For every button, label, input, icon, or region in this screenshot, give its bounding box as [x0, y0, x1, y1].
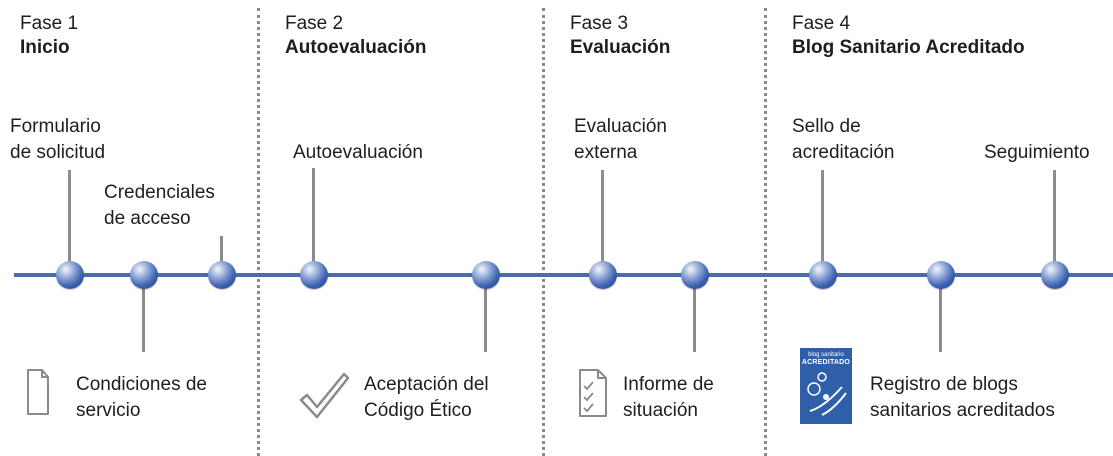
phase-divider — [257, 8, 260, 456]
checkmark-icon — [298, 370, 350, 422]
phase-title: Autoevaluación — [285, 37, 427, 58]
timeline-node — [208, 261, 236, 289]
label-line: Evaluación — [574, 116, 667, 137]
phase-number: Fase 2 — [285, 13, 344, 34]
step-label-aceptacion: Aceptación del Código Ético — [364, 372, 489, 424]
step-label-credenciales: Credenciales de acceso — [104, 180, 215, 232]
label-line: situación — [623, 400, 698, 421]
step-label-sello: Sello de acreditación — [792, 114, 894, 166]
phase-header-4: Fase 4 Blog Sanitario Acreditado — [792, 12, 1025, 60]
timeline-node — [472, 261, 500, 289]
timeline-node — [589, 261, 617, 289]
label-line: sanitarios acreditados — [870, 400, 1055, 421]
label-line: externa — [574, 142, 638, 163]
step-label-informe: Informe de situación — [623, 372, 714, 424]
checklist-icon — [578, 368, 608, 418]
accreditation-badge-icon: blog sanitario ACREDITADO — [800, 348, 852, 424]
timeline-node — [130, 261, 158, 289]
label-line: acreditación — [792, 142, 895, 163]
connector-line — [1053, 170, 1056, 270]
phase-number: Fase 4 — [792, 13, 851, 34]
step-label-condiciones: Condiciones de servicio — [76, 372, 207, 424]
timeline-line — [14, 273, 1113, 277]
label-line: Credenciales — [104, 182, 215, 203]
phase-number: Fase 1 — [20, 13, 79, 34]
timeline-node — [681, 261, 709, 289]
phase-title: Evaluación — [570, 37, 671, 58]
badge-line: ACREDITADO — [801, 359, 851, 366]
connector-line — [68, 170, 71, 270]
step-label-autoevaluacion: Autoevaluación — [293, 142, 423, 163]
phase-header-2: Fase 2 Autoevaluación — [285, 12, 426, 60]
connector-line — [220, 236, 223, 270]
label-line: Condiciones de — [76, 374, 207, 395]
label-line: de acceso — [104, 208, 191, 229]
connector-line — [142, 280, 145, 352]
step-label-formulario: Formulario de solicitud — [10, 114, 105, 166]
label-line: Registro de blogs — [870, 374, 1018, 395]
phase-header-3: Fase 3 Evaluación — [570, 12, 670, 60]
phase-divider — [764, 8, 767, 456]
phase-title: Inicio — [20, 37, 70, 58]
phase-title: Blog Sanitario Acreditado — [792, 37, 1025, 58]
label-line: Informe de — [623, 374, 714, 395]
label-line: Código Ético — [364, 400, 472, 421]
label-line: Aceptación del — [364, 374, 489, 395]
label-line: de solicitud — [10, 142, 106, 163]
timeline-node — [300, 261, 328, 289]
step-label-evaluacion-externa: Evaluación externa — [574, 114, 667, 166]
label-line: servicio — [76, 400, 141, 421]
connector-line — [693, 280, 696, 352]
connector-line — [484, 280, 487, 352]
connector-line — [312, 168, 315, 270]
phase-header-1: Fase 1 Inicio — [20, 12, 78, 60]
badge-emblem — [807, 372, 847, 416]
step-label-registro: Registro de blogs sanitarios acreditados — [870, 372, 1055, 424]
connector-line — [939, 280, 942, 352]
phase-number: Fase 3 — [570, 13, 629, 34]
label-line: Sello de — [792, 116, 861, 137]
timeline-node — [927, 261, 955, 289]
badge-line: blog sanitario — [808, 352, 844, 358]
timeline-node — [809, 261, 837, 289]
timeline-node — [56, 261, 84, 289]
phase-divider — [542, 8, 545, 456]
step-label-seguimiento: Seguimiento — [984, 142, 1090, 163]
label-line: Formulario — [10, 116, 101, 137]
connector-line — [601, 170, 604, 270]
document-icon — [26, 368, 50, 416]
timeline-node — [1041, 261, 1069, 289]
connector-line — [821, 170, 824, 270]
